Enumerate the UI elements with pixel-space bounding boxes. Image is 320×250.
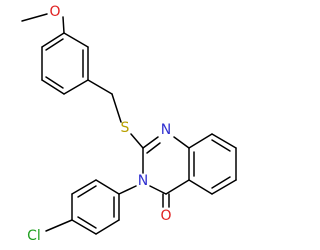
bond-c6-c5-inner <box>211 176 231 189</box>
bond-c4-n3 <box>149 185 167 195</box>
bond-a3-a4 <box>41 79 65 95</box>
atom-n3: N <box>138 173 148 189</box>
atom-labels: O S N N O Cl <box>27 4 171 244</box>
bond-ch2-s <box>111 93 122 123</box>
bond-n1-c8a <box>173 136 190 149</box>
atom-o-methoxy: O <box>49 4 60 20</box>
bond-a4-a5 <box>63 79 89 95</box>
bond-b2-b3 <box>71 179 97 195</box>
bond-a1-a2-inner <box>45 38 64 51</box>
bond-a3-a4-inner <box>45 76 64 89</box>
bond-c2-n1-double <box>146 142 161 154</box>
bond-aryl-cl <box>45 219 73 232</box>
chemical-structure-diagram: O S N N O Cl <box>0 0 250 250</box>
bond-c5-c4a <box>188 179 213 195</box>
bond-ch3-o <box>21 13 48 22</box>
bond-c8-c7 <box>211 133 237 149</box>
atom-cl: Cl <box>27 228 41 244</box>
bond-c8-c7-inner <box>211 139 231 152</box>
bond-a1-a2 <box>41 32 65 48</box>
bond-b4-b5 <box>71 219 97 235</box>
bond-b4-b5-inner <box>77 216 97 229</box>
bond-b2-b3-inner <box>77 185 97 198</box>
canvas-background <box>0 0 250 250</box>
bond-b5-b6 <box>95 219 120 235</box>
bonds <box>21 13 237 235</box>
bond-c4a-c4 <box>165 179 190 195</box>
bond-c2-n1 <box>142 136 159 149</box>
bond-c8a-c8 <box>188 133 213 149</box>
bond-o-aryl <box>62 16 65 34</box>
bond-aryl-ch2 <box>87 79 113 95</box>
bond-b1-b2 <box>95 179 120 195</box>
bond-c6-c5 <box>211 179 237 195</box>
atom-n1: N <box>161 122 171 138</box>
bond-n3-aryl <box>118 185 137 195</box>
atom-s: S <box>121 120 130 136</box>
bond-a6-a1 <box>63 32 89 48</box>
bond-s-c2 <box>130 133 144 149</box>
atom-o-carbonyl: O <box>160 208 171 224</box>
